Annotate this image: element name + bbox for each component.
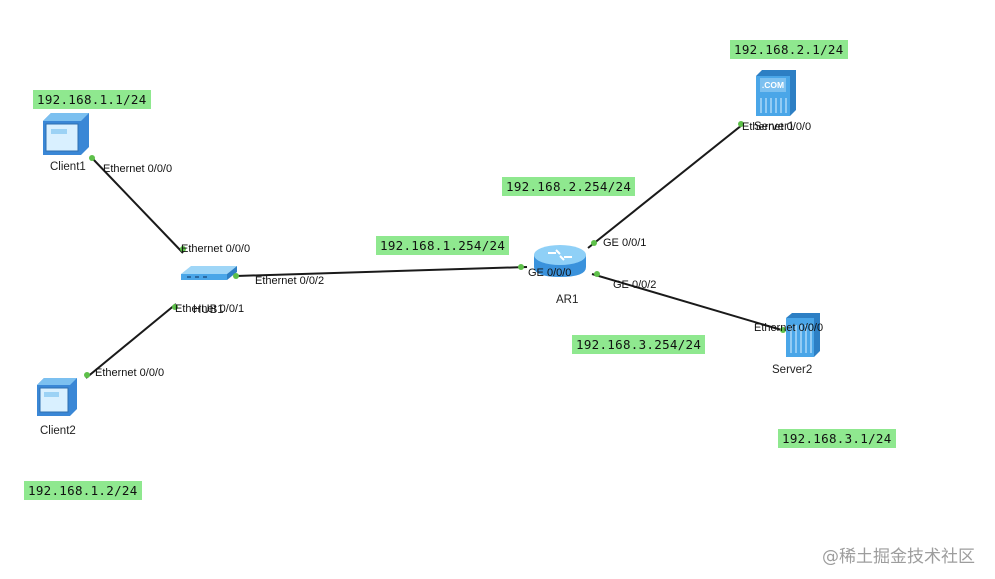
client1-port-label: Ethernet 0/0/0 bbox=[103, 163, 173, 175]
hub-icon[interactable] bbox=[179, 262, 239, 284]
hub-port1-label: Ethernet 0/0/1 bbox=[175, 303, 245, 315]
port-dot bbox=[780, 327, 786, 333]
server1-icon[interactable]: .COM bbox=[752, 68, 798, 118]
hub-label: HUB1 bbox=[193, 304, 224, 316]
link-client1-hub bbox=[91, 157, 184, 254]
port-dot bbox=[594, 271, 600, 277]
router-ge0-ip-label: 192.168.1.254/24 bbox=[376, 236, 510, 255]
port-dot bbox=[172, 304, 178, 310]
link-client2-hub bbox=[85, 303, 177, 379]
port-dot bbox=[180, 246, 186, 252]
router-port0-label: GE 0/0/0 bbox=[528, 267, 572, 279]
router-icon[interactable] bbox=[530, 241, 590, 281]
server2-port-label: Ethernet 0/0/0 bbox=[754, 322, 824, 334]
server1-ip-label: 192.168.2.1/24 bbox=[730, 40, 848, 59]
router-port1-label: GE 0/0/1 bbox=[603, 237, 647, 249]
link-hub-router bbox=[235, 266, 528, 277]
link-router-server2 bbox=[591, 273, 786, 332]
client2-pc-icon[interactable] bbox=[33, 376, 81, 418]
port-dot bbox=[518, 264, 524, 270]
client2-port-label: Ethernet 0/0/0 bbox=[95, 367, 165, 379]
client1-label: Client1 bbox=[50, 161, 86, 173]
hub-port2-label: Ethernet 0/0/2 bbox=[255, 275, 325, 287]
server2-icon[interactable] bbox=[782, 311, 822, 359]
watermark: @稀土掘金技术社区 bbox=[822, 547, 975, 567]
client2-label: Client2 bbox=[40, 425, 76, 437]
server1-port-label: Ethernet 0/0/0 bbox=[742, 121, 812, 133]
port-dot bbox=[84, 372, 90, 378]
hub-port0-label: Ethernet 0/0/0 bbox=[181, 243, 251, 255]
router-ge1-ip-label: 192.168.2.254/24 bbox=[502, 177, 636, 196]
client1-ip-label: 192.168.1.1/24 bbox=[33, 90, 151, 109]
client2-ip-label: 192.168.1.2/24 bbox=[24, 481, 142, 500]
server2-label: Server2 bbox=[772, 364, 813, 376]
port-dot bbox=[89, 155, 95, 161]
port-dot bbox=[233, 273, 239, 279]
router-label: AR1 bbox=[556, 294, 579, 306]
server1-label: Server1 bbox=[754, 121, 795, 133]
client1-pc-icon[interactable] bbox=[39, 111, 93, 157]
router-port2-label: GE 0/0/2 bbox=[613, 279, 657, 291]
port-dot bbox=[738, 121, 744, 127]
port-dot bbox=[591, 240, 597, 246]
router-ge2-ip-label: 192.168.3.254/24 bbox=[572, 335, 706, 354]
server1-icon-text: .COM bbox=[762, 80, 784, 90]
server2-ip-label: 192.168.3.1/24 bbox=[778, 429, 896, 448]
link-router-server1 bbox=[587, 124, 743, 249]
